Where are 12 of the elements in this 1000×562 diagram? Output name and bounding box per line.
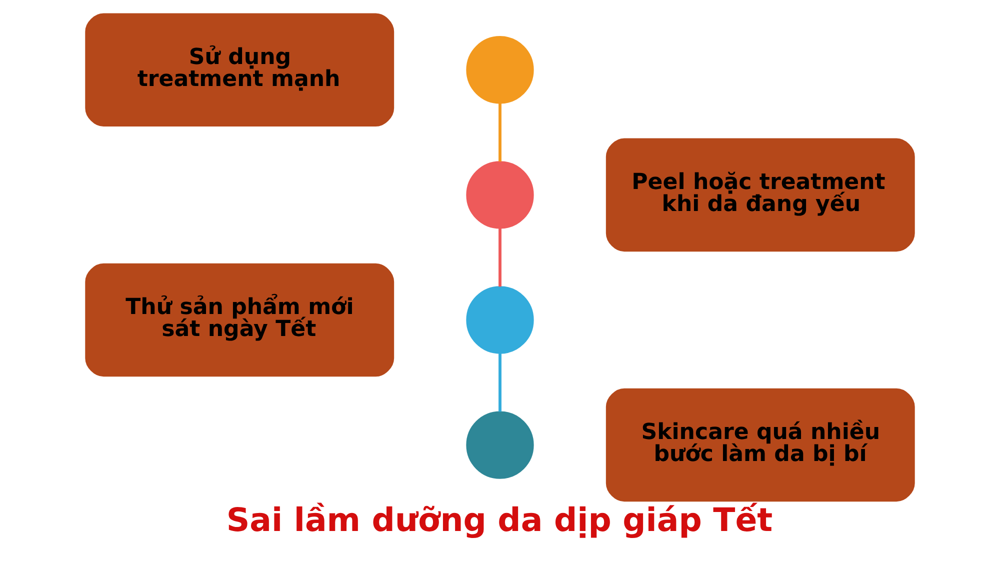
diagram-title: Sai lầm dưỡng da dịp giáp Tết (226, 501, 773, 540)
node-box: Peel hoặc treatment khi da đang yếu (606, 138, 915, 252)
node-circle (466, 411, 534, 479)
node-circle (466, 286, 534, 354)
node-box: Thử sản phẩm mới sát ngày Tết (85, 263, 394, 377)
node-box: Skincare quá nhiều bước làm da bị bí (606, 388, 915, 502)
connector (498, 103, 502, 162)
connector (498, 228, 502, 287)
connector (498, 354, 502, 412)
node-box: Sử dụng treatment mạnh (85, 13, 394, 127)
node-circle (466, 36, 534, 104)
node-circle (466, 161, 534, 229)
